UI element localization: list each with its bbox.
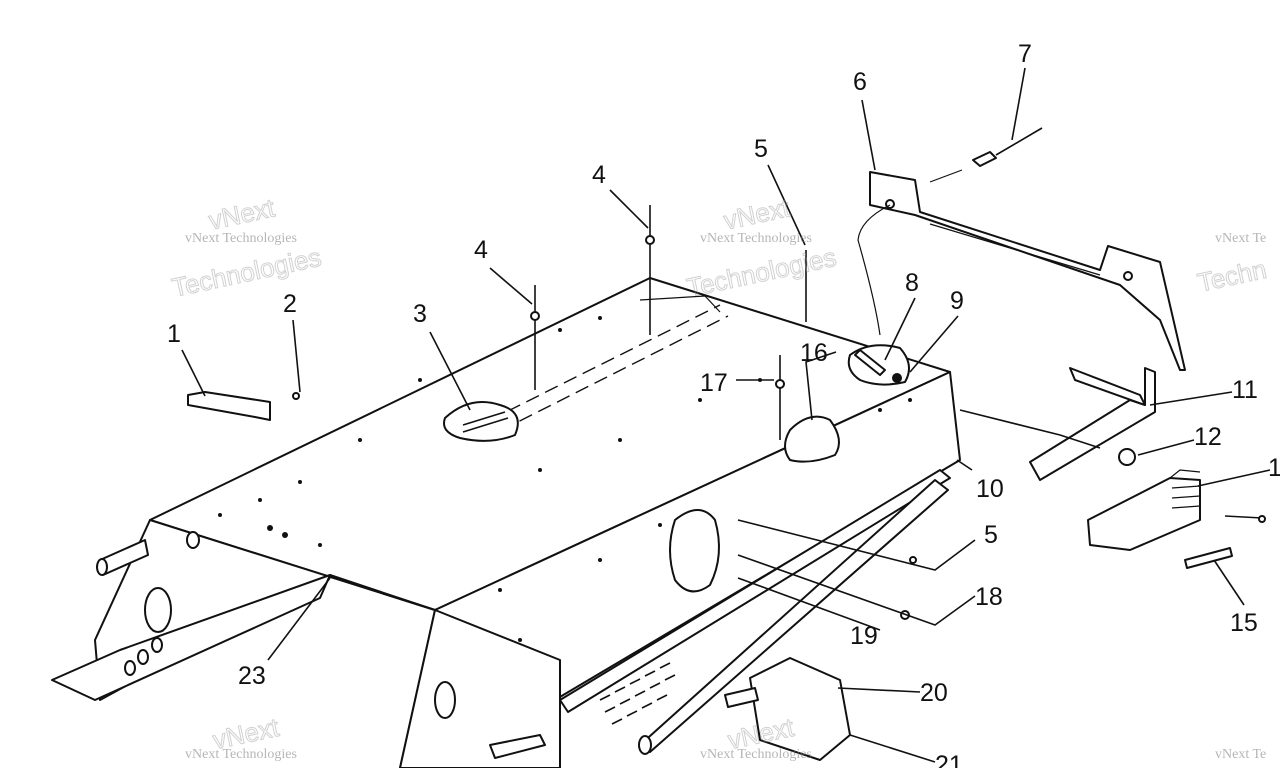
callout-6: 6 — [853, 68, 867, 96]
callout-12: 12 — [1194, 423, 1222, 451]
nut-part-12 — [1118, 448, 1136, 466]
leader-lines — [181, 67, 1271, 763]
callout-7: 7 — [1018, 40, 1032, 68]
callout-5-top: 5 — [754, 135, 768, 163]
watermark-company-1: vNext Technologies — [185, 231, 297, 246]
slide-rails — [489, 469, 951, 759]
callout-8: 8 — [905, 269, 919, 297]
watermark-brand-5: Techn — [1195, 254, 1269, 298]
callout-1: 1 — [167, 320, 181, 348]
watermark-company-5: vNext Technologies — [700, 747, 812, 762]
bracket-part-6 — [869, 171, 1186, 371]
callout-2: 2 — [283, 290, 297, 318]
tunnel-assembly — [51, 277, 961, 769]
callout-19: 19 — [850, 622, 878, 650]
callout-13-partial: 1 — [1268, 454, 1280, 482]
strip-part-15 — [1184, 547, 1233, 569]
top-rib-dashes — [469, 304, 721, 431]
callout-5-side: 5 — [984, 521, 998, 549]
callout-23: 23 — [238, 662, 266, 690]
block-part-13 — [1087, 477, 1201, 551]
callout-21: 21 — [935, 751, 963, 768]
rail-upper — [559, 469, 951, 713]
callout-11: 11 — [1232, 376, 1258, 404]
watermark-company-3: vNext Te — [1215, 231, 1266, 246]
plate-part-1 — [187, 391, 271, 421]
callout-4-upper: 4 — [592, 161, 606, 189]
callout-15: 15 — [1230, 609, 1258, 637]
cutout-19 — [669, 509, 720, 593]
callout-17: 17 — [700, 369, 728, 397]
callout-18: 18 — [975, 583, 1003, 611]
watermark-company-2: vNext Technologies — [700, 231, 812, 246]
watermark-brand-4: Technologies — [684, 242, 839, 303]
callout-3: 3 — [413, 300, 427, 328]
callout-20: 20 — [920, 679, 948, 707]
watermark-company-4: vNext Technologies — [185, 747, 297, 762]
watermark-brand-2: Technologies — [169, 242, 324, 303]
watermark-brand-1: vNext — [206, 192, 278, 235]
cutout-3 — [443, 401, 519, 442]
cutout-16 — [784, 415, 840, 463]
watermark-brand-3: vNext — [721, 192, 793, 235]
top-rib-dashes-2 — [481, 315, 729, 441]
callout-4-lower: 4 — [474, 236, 488, 264]
rivet-pattern — [218, 316, 912, 642]
callout-16: 16 — [800, 339, 828, 367]
watermark-company-6: vNext Te — [1215, 747, 1266, 762]
vent-slots — [599, 662, 676, 725]
callout-9: 9 — [950, 287, 964, 315]
tunnel-left-flange — [51, 574, 331, 701]
callout-10: 10 — [976, 475, 1004, 503]
